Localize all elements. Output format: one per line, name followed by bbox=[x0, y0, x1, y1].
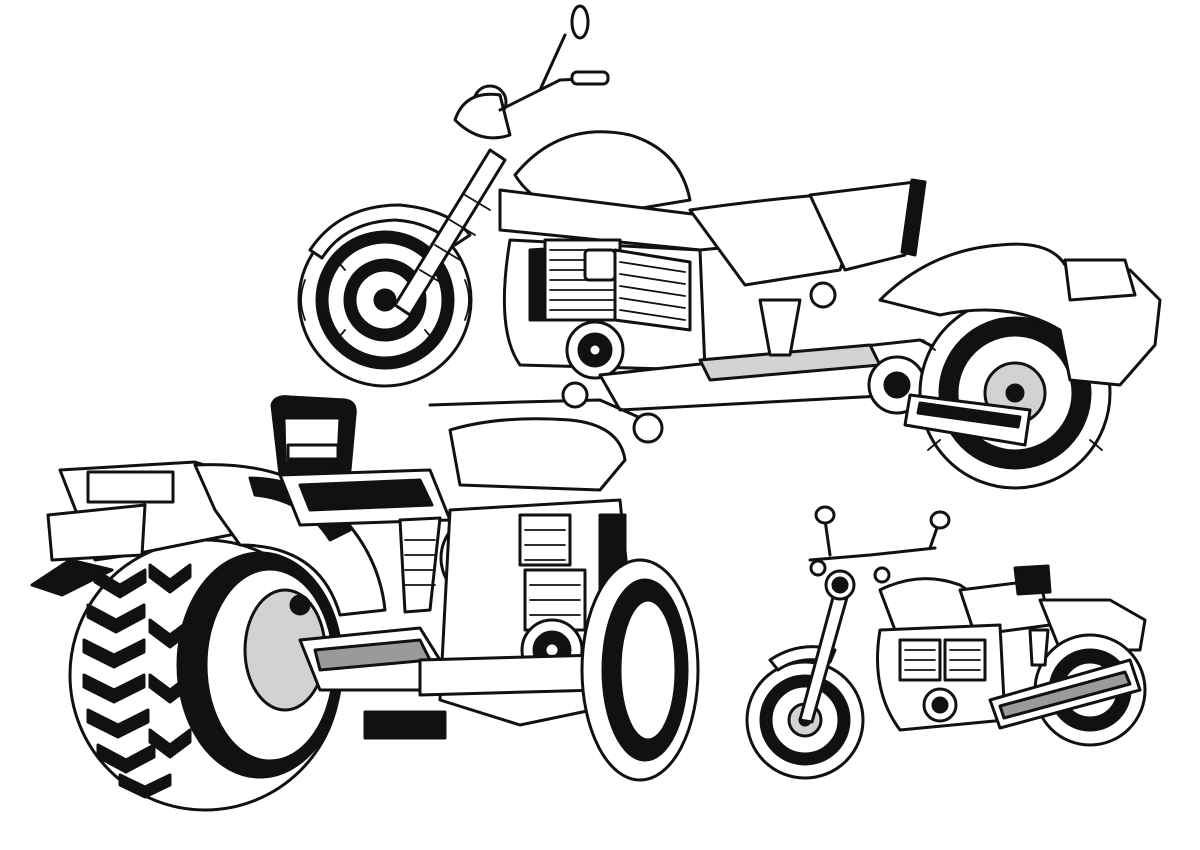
fuel-tank-small bbox=[878, 577, 980, 632]
mirror-top bbox=[570, 4, 590, 40]
mirror-right-small bbox=[929, 510, 951, 530]
engine-small bbox=[876, 623, 1007, 732]
front-fork-top bbox=[393, 148, 507, 317]
rear-shock-bottom-left bbox=[398, 516, 442, 614]
front-wheel-bottom-left bbox=[580, 558, 700, 782]
engine-top bbox=[502, 238, 707, 380]
license-plate-bottom-left bbox=[46, 503, 147, 562]
tail-light-bottom-left bbox=[86, 470, 175, 504]
kickstand-bottom-left bbox=[363, 710, 447, 740]
motorcycle-rear-three-quarter bbox=[30, 381, 700, 812]
mirror-left-small bbox=[814, 505, 836, 525]
front-fender-top bbox=[308, 203, 472, 260]
handlebar-bottom-left bbox=[428, 398, 647, 422]
motorcycle-side-wheelie bbox=[297, 4, 1162, 490]
fuel-tank-bottom-left bbox=[448, 417, 627, 492]
rear-tire-bottom-left bbox=[68, 538, 344, 812]
motorcycle-front-three-quarter bbox=[745, 505, 1147, 780]
tail-small bbox=[1038, 598, 1147, 652]
handlebar-small bbox=[808, 546, 937, 562]
mirror-stem-top bbox=[538, 33, 567, 92]
front-wheel-small bbox=[745, 660, 865, 780]
rear-shock-top bbox=[758, 298, 802, 357]
